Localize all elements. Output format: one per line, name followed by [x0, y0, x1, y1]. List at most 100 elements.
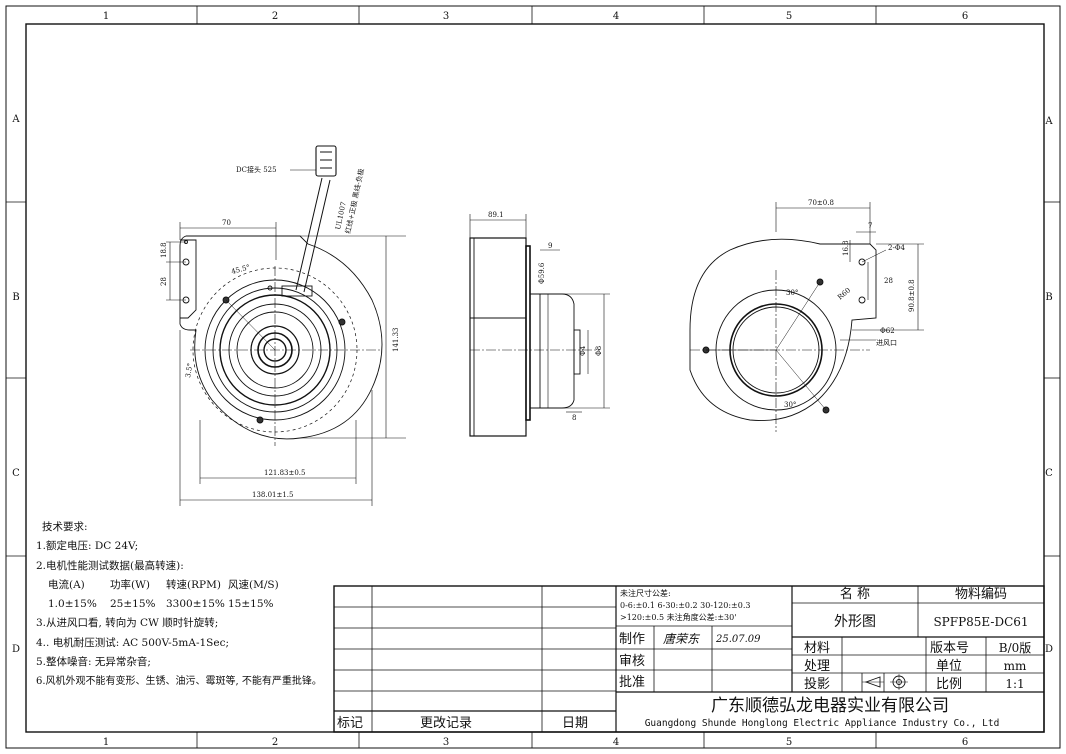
zone-col-2-top: 2: [272, 11, 278, 22]
perf-header-speed: 转速(RPM): [166, 578, 221, 591]
zone-col-3-bottom: 3: [443, 737, 449, 748]
label-treatment: 处理: [804, 659, 830, 674]
dim-rear-dia: Φ62: [880, 327, 895, 335]
tolerance-title: 未注尺寸公差:: [620, 588, 671, 598]
dim-side-hub-2: Φ8: [595, 346, 603, 356]
dim-side-bottom: 8: [572, 414, 576, 422]
connector-label: DC接头 525: [236, 165, 277, 174]
dim-front-width-inner: 121.83±0.5: [264, 469, 306, 477]
dim-rear-small: 7: [868, 222, 872, 230]
side-view-labels: 89.1 9 Φ59.6 Φ4 Φ8 8: [488, 211, 603, 422]
label-unit: 单位: [936, 659, 962, 674]
dim-side-hub: Φ4: [579, 345, 587, 356]
made-signature: 唐荣东: [663, 632, 701, 646]
side-view: [469, 214, 610, 437]
drawing-name: 外形图: [834, 614, 876, 630]
note-rotation: 3.从进风口看, 转向为 CW 顺时针旋转;: [36, 617, 219, 630]
zone-col-4-bottom: 4: [613, 737, 619, 748]
zone-col-5-top: 5: [786, 11, 792, 22]
dim-side-dia: Φ59.6: [538, 262, 546, 284]
perf-values: 1.0±15% 25±15% 3300±15% 15±15%: [36, 595, 336, 614]
label-change-record: 更改记录: [420, 716, 472, 731]
zone-row-b-right: B: [1045, 292, 1052, 303]
note-rated-voltage: 1.额定电压: DC 24V;: [36, 540, 139, 553]
label-material-code: 物料编码: [955, 587, 1007, 602]
zone-row-d-left: D: [12, 644, 20, 655]
label-review: 审核: [619, 654, 645, 669]
zone-row-d-right: D: [1045, 644, 1053, 655]
zone-col-4-top: 4: [613, 11, 619, 22]
zone-row-a-right: A: [1044, 116, 1053, 127]
dim-rear-r: R60: [836, 286, 852, 301]
company-name-cn: 广东顺德弘龙电器实业有限公司: [711, 696, 949, 716]
label-material: 材料: [804, 641, 830, 656]
dim-rear-angle-1: 30°: [786, 289, 798, 297]
label-made: 制作: [619, 632, 645, 647]
dim-front-height: 141.33: [392, 328, 400, 353]
title-block-grid: [333, 585, 1045, 733]
made-date: 25.07.09: [715, 634, 761, 645]
zone-col-6-top: 6: [962, 11, 968, 22]
zone-col-3-top: 3: [443, 11, 449, 22]
zone-col-2-bottom: 2: [272, 737, 278, 748]
zone-row-a-left: A: [11, 114, 20, 125]
perf-value-current: 1.0±15%: [48, 598, 97, 611]
zone-col-1-bottom: 1: [103, 737, 109, 748]
material-code: SPFP85E-DC61: [933, 615, 1028, 629]
dim-front-angle: 45.5°: [230, 263, 251, 276]
label-projection: 投影: [804, 676, 830, 692]
label-name: 名 称: [840, 586, 870, 602]
label-mark: 标记: [337, 716, 363, 731]
note-appearance: 6.风机外观不能有变形、生锈、油污、霉斑等, 不能有严重批锋。: [36, 676, 322, 688]
note-perf-title: 2.电机性能测试数据(最高转速):: [36, 559, 184, 572]
wire-label-2: 红线+正极 黑线-负极: [343, 168, 366, 235]
tech-notes-title: 技术要求:: [42, 521, 88, 533]
zone-col-1-top: 1: [103, 11, 109, 22]
perf-value-power: 25±15%: [110, 598, 156, 611]
outer-border: [5, 5, 1061, 749]
zone-row-c-right: C: [1045, 468, 1053, 479]
dim-rear-height: 90.8±0.8: [908, 279, 916, 312]
dim-front-small-angle: 3.5°: [184, 363, 194, 379]
dim-front-left-2: 28: [160, 277, 168, 286]
perf-value-speed: 3300±15%: [166, 598, 225, 611]
dim-rear-v1: 16.8: [842, 240, 850, 256]
scale-value: 1:1: [1005, 677, 1024, 691]
dim-front-top-width: 70: [222, 219, 231, 227]
label-date: 日期: [562, 716, 588, 731]
company-name-en: Guangdong Shunde Honglong Electric Appli…: [645, 718, 1000, 729]
inlet-label: 进风口: [876, 339, 897, 347]
unit-value: mm: [1004, 659, 1027, 673]
note-hipot: 4.. 电机耐压测试: AC 500V-5mA-1Sec;: [36, 636, 230, 649]
title-block-text: 未注尺寸公差: 0-6:±0.1 6-30:±0.2 30-120:±0.3 >…: [337, 586, 1031, 731]
perf-value-airspeed: 15±15%: [228, 598, 274, 611]
dim-rear-top: 70±0.8: [808, 199, 834, 207]
zone-row-c-left: C: [12, 468, 20, 479]
zone-row-b-left: B: [12, 292, 19, 303]
zone-ticks: [6, 6, 1060, 748]
perf-headers: 电流(A) 功率(W) 转速(RPM) 风速(M/S): [36, 576, 336, 595]
perf-header-power: 功率(W): [110, 578, 150, 591]
dim-rear-v2: 28: [884, 277, 893, 285]
dim-side-top: 89.1: [488, 211, 504, 219]
version-value: B/0版: [999, 641, 1032, 655]
label-approve: 批准: [619, 675, 645, 690]
perf-header-current: 电流(A): [48, 578, 85, 591]
note-noise: 5.整体噪音: 无异常杂音;: [36, 656, 151, 669]
zone-col-6-bottom: 6: [962, 737, 968, 748]
dim-rear-angle-2: 30°: [784, 401, 796, 409]
front-view: [166, 145, 406, 506]
label-version: 版本号: [930, 641, 969, 656]
dim-front-left-1: 18.8: [160, 242, 168, 258]
dim-rear-holes: 2-Φ4: [888, 244, 906, 252]
rear-view-labels: 70±0.8 7 16.8 2-Φ4 28 90.8±0.8 30° 30° Φ…: [784, 199, 916, 409]
dim-front-width-outer: 138.01±1.5: [252, 491, 294, 499]
tech-notes: 技术要求: 1.额定电压: DC 24V; 2.电机性能测试数据(最高转速): …: [36, 518, 336, 692]
dim-side-flange: 9: [548, 242, 552, 250]
zone-col-5-bottom: 5: [786, 737, 792, 748]
label-scale: 比例: [936, 677, 962, 692]
zone-labels: 1 2 3 4 5 6 1 2 3 4 5 6 A B C D A B C D: [11, 11, 1053, 748]
rear-view: [689, 202, 924, 432]
tolerance-line-2: >120:±0.5 未注角度公差:±30': [620, 612, 736, 622]
